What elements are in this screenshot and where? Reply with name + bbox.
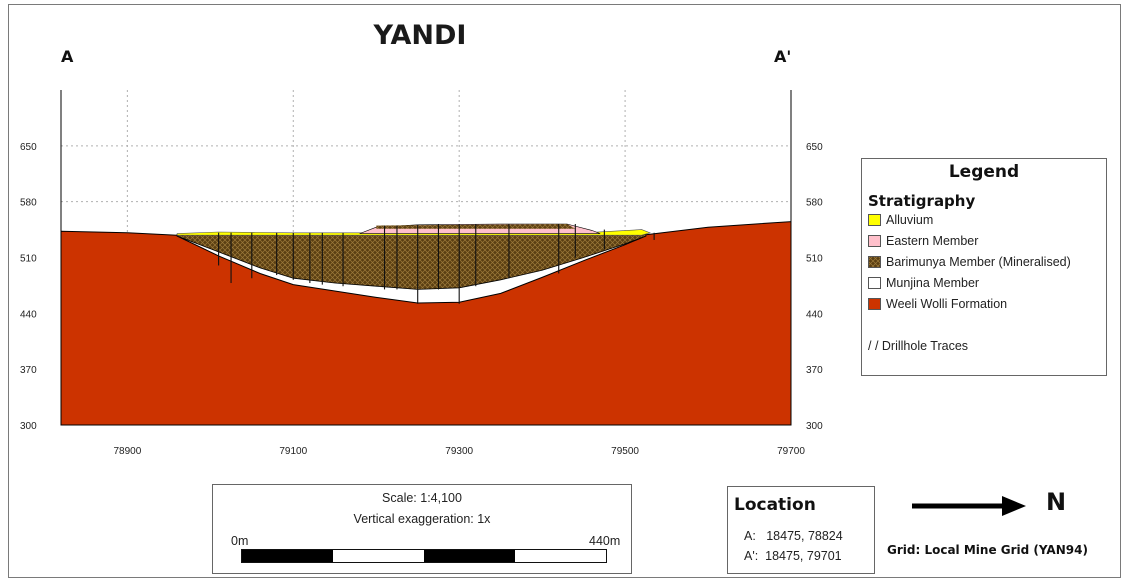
y-tick-label-left: 300	[20, 421, 37, 432]
scale-start-label: 0m	[231, 534, 249, 548]
x-tick-label: 78900	[113, 446, 141, 457]
scale-bar	[241, 549, 607, 563]
legend-item-label: Weeli Wolli Formation	[886, 297, 1008, 311]
legend-box: Legend Stratigraphy Alluvium Eastern Mem…	[861, 158, 1107, 376]
weeli-wolli-swatch	[868, 298, 881, 310]
y-tick-label-left: 580	[20, 198, 37, 209]
x-tick-label: 79500	[611, 446, 639, 457]
vertical-exaggeration: Vertical exaggeration: 1x	[353, 512, 491, 526]
y-tick-label-left: 370	[20, 365, 37, 376]
legend-item-weeli-wolli: Weeli Wolli Formation	[868, 296, 1007, 312]
munjina-member-swatch	[868, 277, 881, 289]
y-tick-label-right: 650	[806, 142, 823, 153]
location-a-label: A:	[744, 529, 756, 543]
weeli-wolli-formation	[60, 221, 792, 426]
legend-item-label: Eastern Member	[886, 234, 979, 248]
alluvium-swatch	[868, 214, 881, 226]
y-tick-label-right: 510	[806, 254, 823, 265]
location-title: Location	[734, 495, 816, 515]
y-tick-label-right: 300	[806, 421, 823, 432]
figure-border	[8, 4, 1121, 578]
y-tick-label-left: 440	[20, 309, 37, 320]
scale-segment	[333, 550, 424, 562]
grid-note: Grid: Local Mine Grid (YAN94)	[887, 543, 1088, 557]
drillhole-traces	[218, 224, 655, 304]
section-start-label: A	[61, 47, 74, 66]
legend-title: Legend	[948, 162, 1020, 182]
y-tick-label-right: 440	[806, 309, 823, 320]
legend-drillhole-traces: / / Drillhole Traces	[868, 339, 969, 353]
location-a-prime-row: A': 18475, 79701	[744, 549, 842, 563]
x-tick-label: 79700	[777, 446, 805, 457]
figure-title: YANDI	[373, 20, 467, 51]
legend-item-munjina-member: Munjina Member	[868, 275, 979, 291]
section-end-label: A'	[774, 47, 792, 66]
location-a-prime-label: A':	[744, 549, 759, 563]
location-box: Location A: 18475, 78824 A': 18475, 7970…	[727, 486, 875, 574]
y-tick-label-left: 510	[20, 254, 37, 265]
y-tick-label-left: 650	[20, 142, 37, 153]
north-label: N	[1046, 488, 1067, 516]
legend-item-eastern-member: Eastern Member	[868, 233, 978, 249]
scale-segment	[242, 550, 333, 562]
legend-subtitle: Stratigraphy	[868, 192, 976, 210]
stratigraphy-units	[60, 221, 792, 426]
scale-box: Scale: 1:4,100 Vertical exaggeration: 1x…	[212, 484, 632, 574]
y-tick-label-right: 370	[806, 365, 823, 376]
y-tick-label-right: 580	[806, 198, 823, 209]
legend-item-alluvium: Alluvium	[868, 212, 933, 228]
x-tick-label: 79300	[445, 446, 473, 457]
scale-end-label: 440m	[589, 534, 621, 548]
location-a-value: 18475, 78824	[766, 529, 843, 543]
legend-item-label: Barimunya Member (Mineralised)	[886, 255, 1071, 269]
eastern-member-swatch	[868, 235, 881, 247]
axes	[60, 90, 792, 425]
legend-item-label: Alluvium	[886, 213, 934, 227]
location-a-prime-value: 18475, 79701	[765, 549, 842, 563]
legend-item-label: Munjina Member	[886, 276, 980, 290]
scale-segment	[515, 550, 606, 562]
x-tick-label: 79100	[279, 446, 307, 457]
location-a-row: A: 18475, 78824	[744, 529, 843, 543]
scale-ratio: Scale: 1:4,100	[382, 491, 462, 505]
tick-labels: 300 300 370 370 440 440 510 510 580 580 650 650 7890…	[20, 142, 823, 457]
legend-item-barimunya-member: Barimunya Member (Mineralised)	[868, 254, 1071, 270]
barimunya-member-swatch	[868, 256, 881, 268]
north-arrow-icon	[912, 496, 1026, 516]
scale-segment	[424, 550, 515, 562]
